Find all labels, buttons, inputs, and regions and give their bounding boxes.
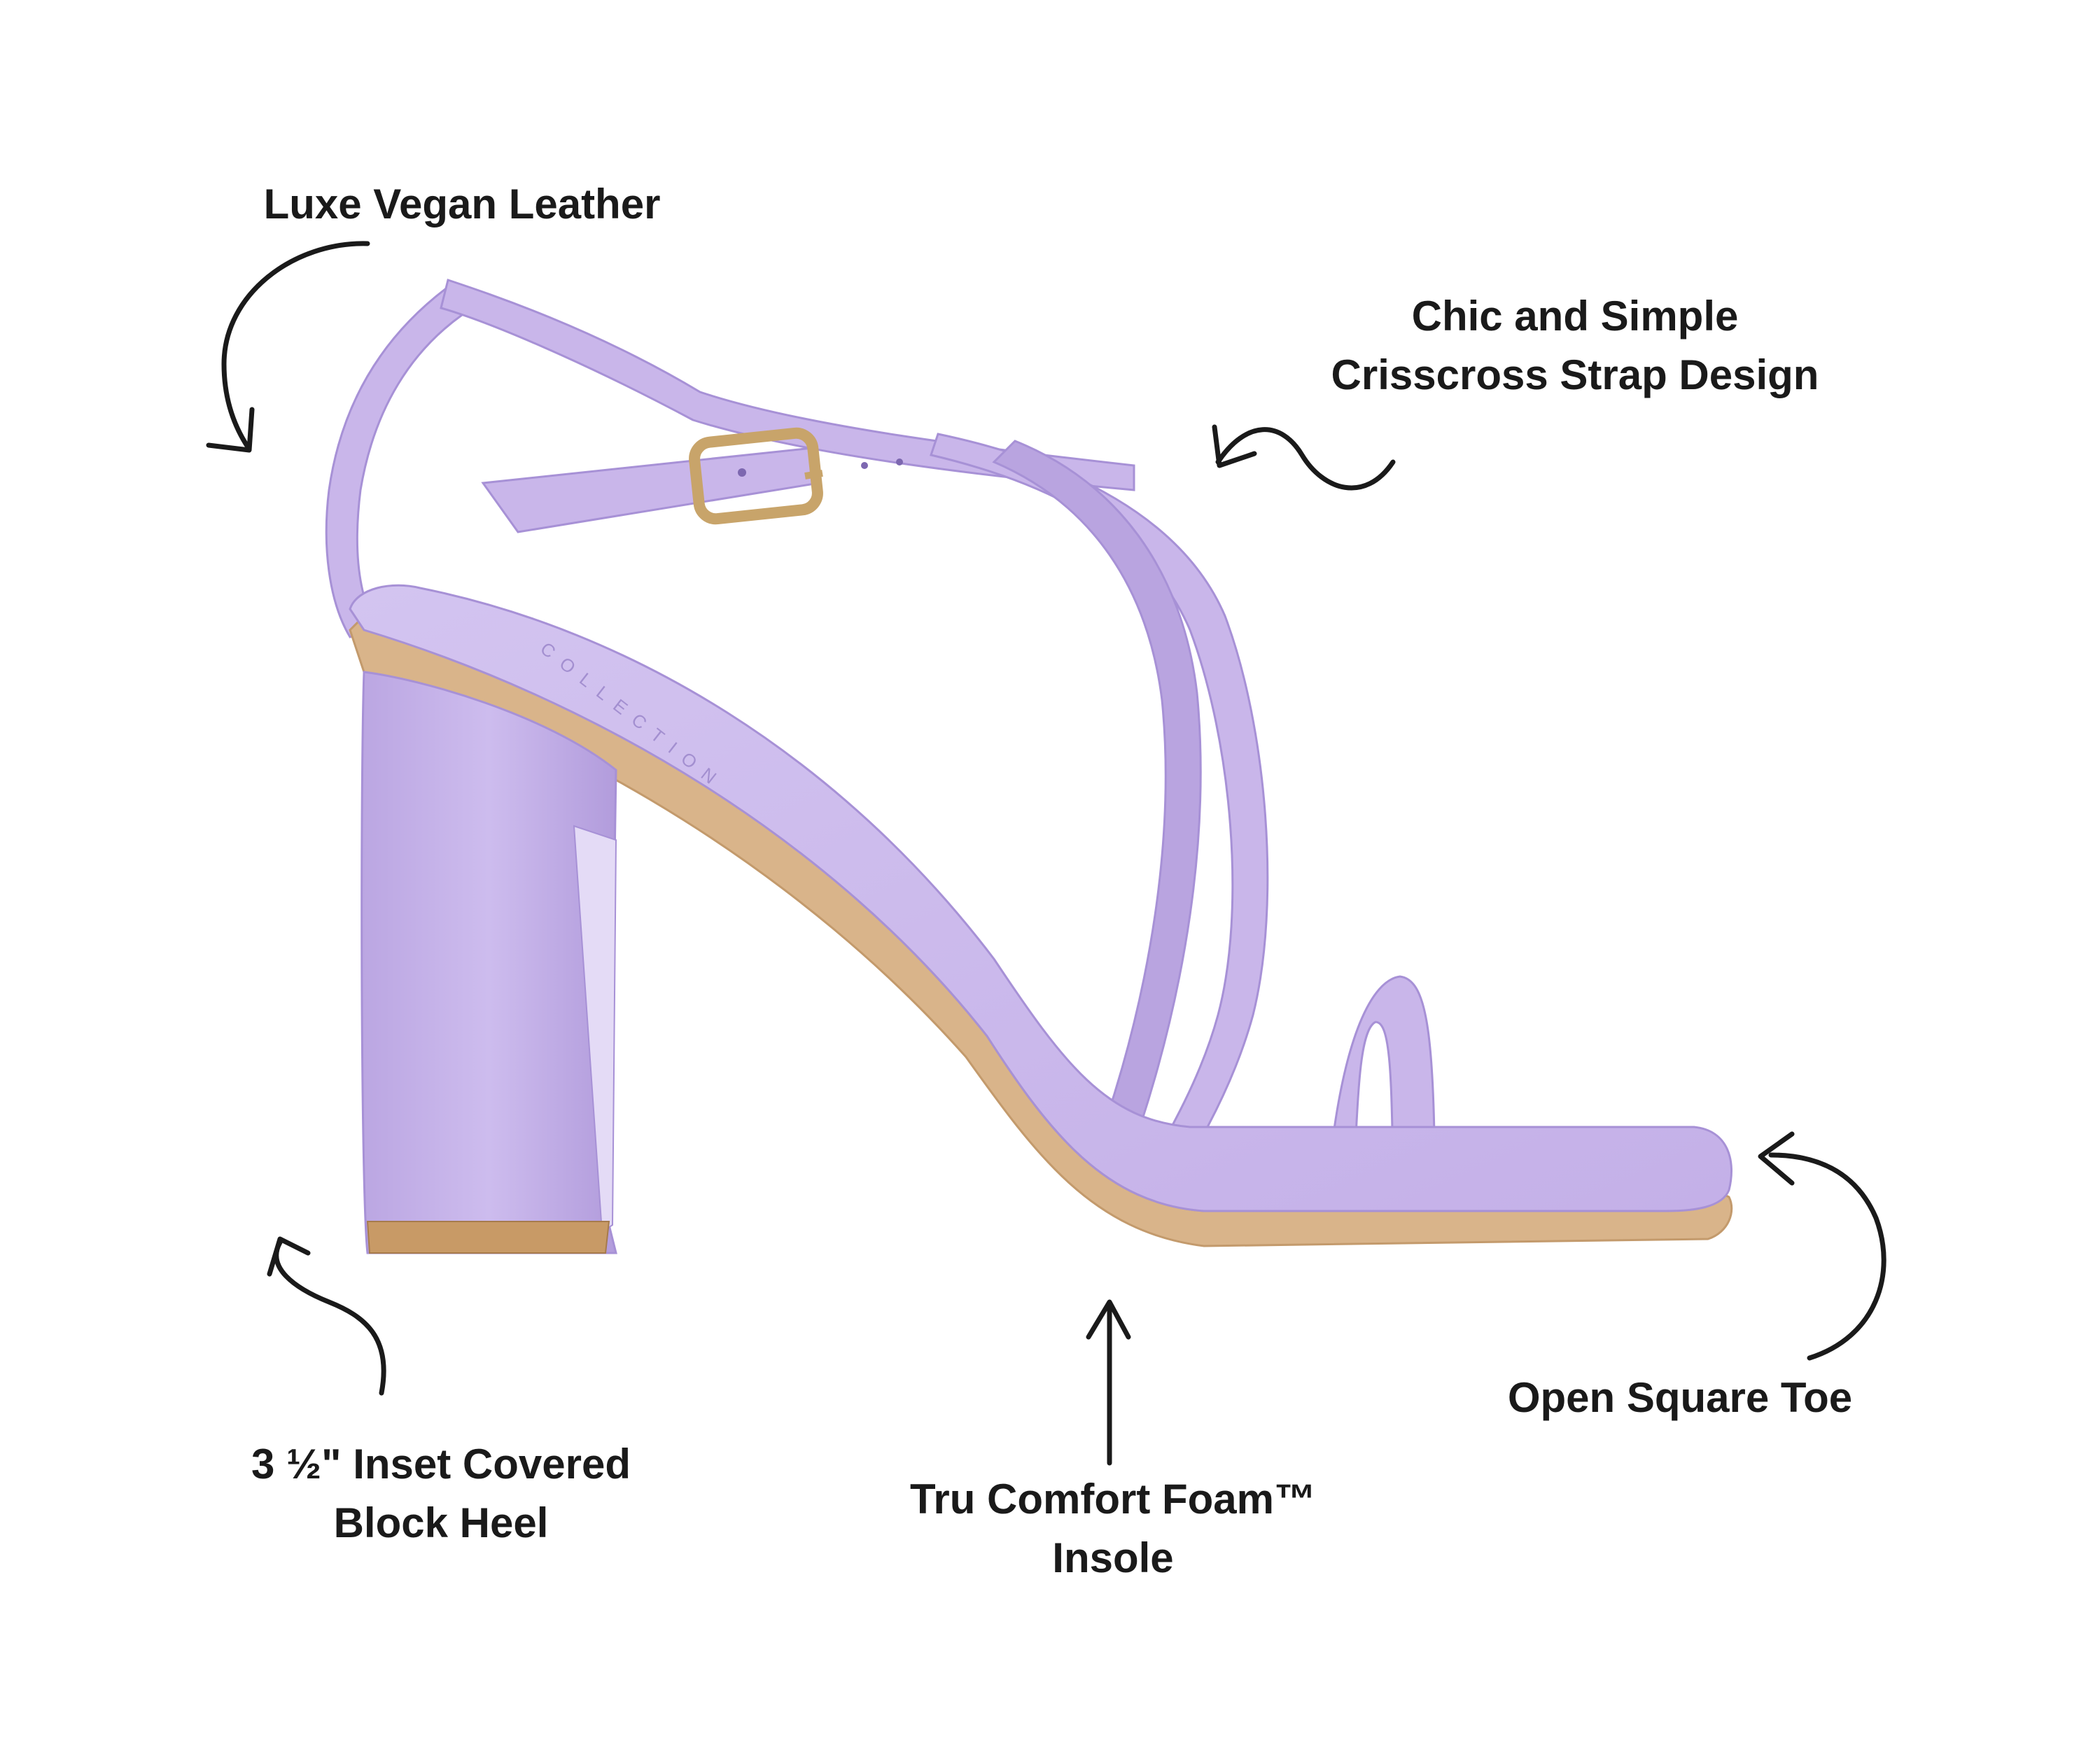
annotation-line: Open Square Toe — [1507, 1374, 1853, 1421]
footbed — [349, 584, 1732, 1212]
annotation-comfort-insole: Tru Comfort Foam™ Insole — [847, 1470, 1379, 1588]
heel-top-lift — [366, 1221, 610, 1254]
curved-arrow-icon — [1758, 1131, 1795, 1186]
curved-arrow-icon — [221, 241, 370, 451]
annotation-line: Block Heel — [333, 1499, 549, 1546]
curved-arrow-icon — [206, 407, 255, 453]
curved-arrow-icon — [267, 1236, 311, 1277]
annotation-line: Chic and Simple — [1411, 293, 1739, 340]
block-heel — [360, 671, 617, 1254]
annotation-open-square-toe: Open Square Toe — [1442, 1368, 1918, 1427]
strap-hole — [861, 462, 868, 469]
straight-arrow-icon — [1086, 1299, 1131, 1340]
wavy-arrow-icon — [1212, 424, 1257, 468]
annotation-line: 3 ½" Inset Covered — [251, 1441, 631, 1488]
buckle — [689, 427, 823, 525]
strap-hole — [738, 468, 746, 477]
strap-hole — [896, 458, 903, 465]
annotation-line: Insole — [1052, 1534, 1174, 1581]
wavy-arrow-icon — [1215, 427, 1396, 491]
curved-arrow-icon — [1768, 1152, 1886, 1361]
annotation-crisscross-strap: Chic and Simple Crisscross Strap Design — [1260, 287, 1890, 405]
buckle-pin — [804, 470, 823, 479]
strap-tail — [481, 447, 820, 533]
annotation-line: Tru Comfort Foam™ — [910, 1476, 1316, 1522]
annotation-block-heel: 3 ½" Inset Covered Block Heel — [189, 1435, 693, 1553]
annotation-line: Crisscross Strap Design — [1331, 351, 1819, 398]
annotation-luxe-vegan-leather: Luxe Vegan Leather — [210, 175, 714, 234]
curved-arrow-icon — [274, 1240, 386, 1396]
heel-inset — [573, 825, 617, 1233]
annotation-line: Luxe Vegan Leather — [263, 181, 661, 227]
